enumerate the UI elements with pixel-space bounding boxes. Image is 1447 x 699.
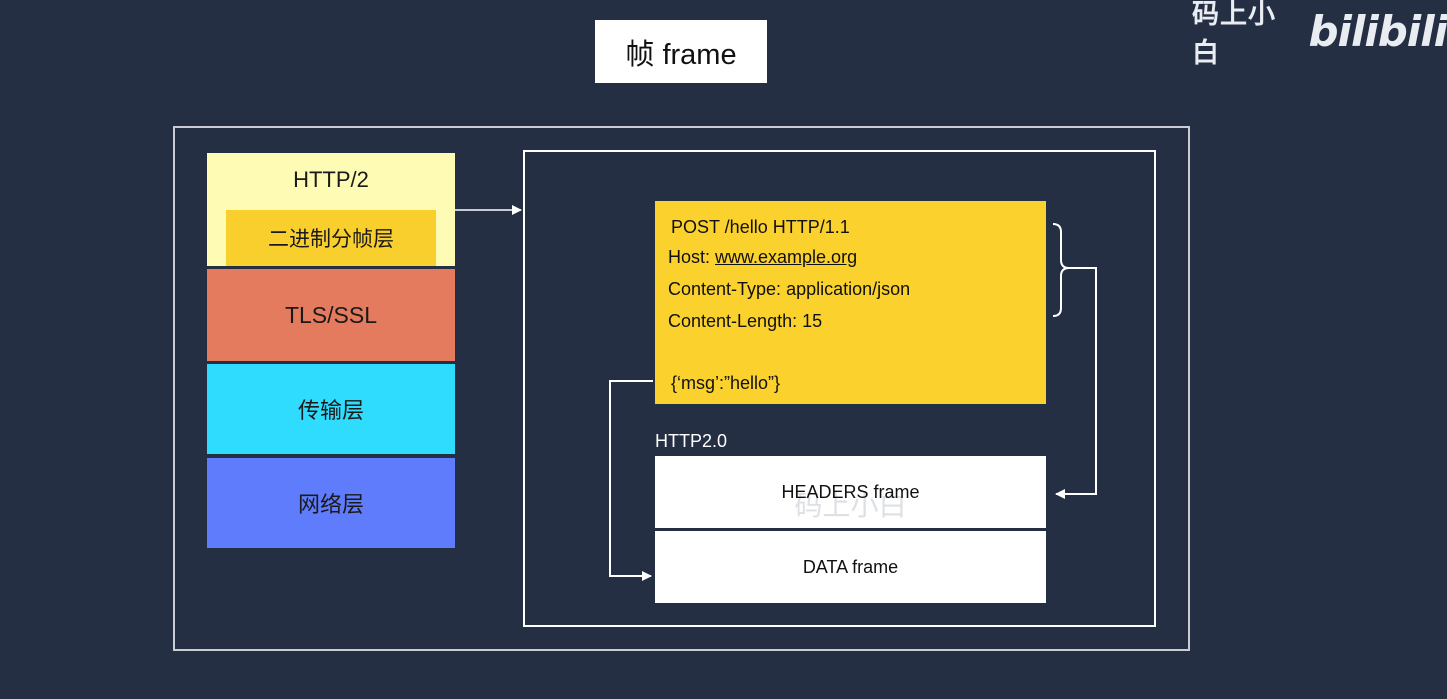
- host-link[interactable]: www.example.org: [715, 247, 858, 267]
- data-frame-label: DATA frame: [802, 556, 899, 577]
- http2-layer: HTTP/2 二进制分帧层: [207, 153, 455, 266]
- host-header: Host: www.example.org: [668, 247, 857, 268]
- request-line: POST /hello HTTP/1.1: [671, 217, 850, 237]
- tls-layer: TLS/SSL: [207, 269, 455, 361]
- http1-request-box: POST /hello HTTP/1.1 Host: www.example.o…: [655, 201, 1046, 404]
- http2-layer-label: HTTP/2: [293, 167, 369, 192]
- request-body: {‘msg’:”hello”}: [671, 373, 781, 393]
- content-length-header: Content-Length: 15: [668, 311, 823, 331]
- bilibili-logo: bilibili: [1308, 6, 1447, 56]
- headers-brace: [1052, 223, 1070, 317]
- headers-arrow: [1055, 267, 1097, 499]
- headers-frame: 码上小白 HEADERS frame: [655, 456, 1046, 528]
- data-frame: DATA frame: [655, 531, 1046, 603]
- host-header-label: Host:: [668, 247, 716, 267]
- content-type-header: Content-Type: application/json: [668, 279, 911, 299]
- data-arrow: [609, 380, 653, 581]
- watermark-text: 码上小白: [1192, 0, 1276, 69]
- outer-frame: [173, 126, 1190, 651]
- binary-framing-layer: 二进制分帧层: [226, 210, 436, 266]
- http20-label: HTTP2.0: [655, 431, 728, 451]
- headers-frame-label: HEADERS frame: [781, 481, 920, 502]
- inner-frame: [523, 150, 1156, 627]
- transport-layer: 传输层: [207, 364, 455, 454]
- watermark: 码上小白 bilibili: [1192, 0, 1447, 69]
- network-layer: 网络层: [207, 458, 455, 548]
- page-title: 帧 frame: [595, 20, 767, 83]
- headers-watermark: 码上小白: [794, 489, 907, 522]
